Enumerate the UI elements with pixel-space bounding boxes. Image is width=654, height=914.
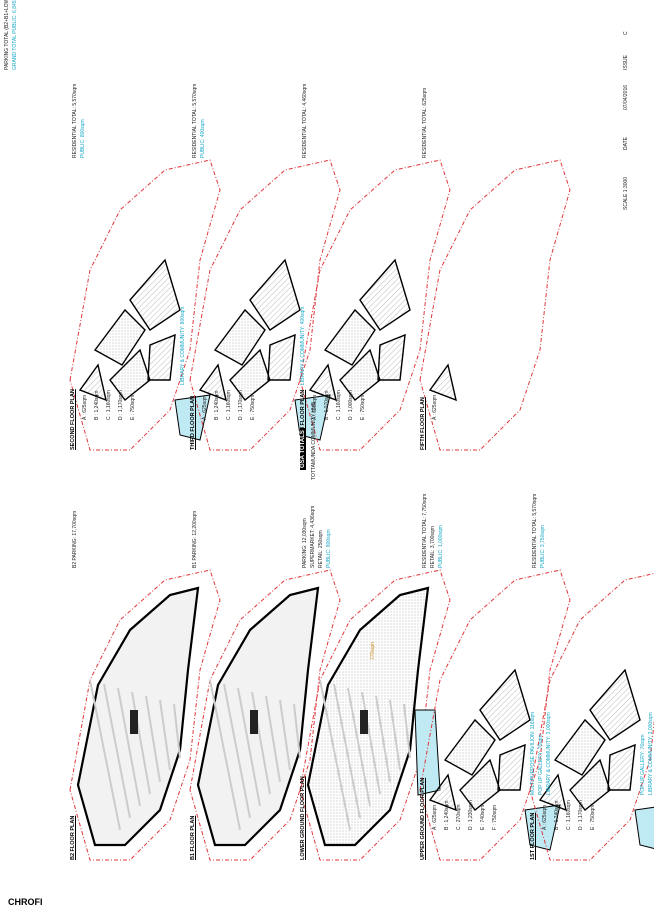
plan-area-line: SUPERMARKET: 4,436sqm (310, 505, 316, 568)
plan-title: SECOND FLOOR PLAN (70, 389, 76, 450)
plan-area-line: RESIDENTIAL TOTAL: 5,570sqm (192, 83, 198, 158)
building-area-label: B : 1,070sqm (324, 390, 330, 420)
plan-title: LOWER GROUND FLOOR PLAN (300, 776, 306, 860)
building-area-label: C : 1,160sqm (226, 390, 232, 420)
building-area-label: E : 750sqm (130, 394, 136, 420)
floor-plan-4 (419, 569, 571, 861)
floor-plan-7 (189, 159, 341, 451)
plan-title: B1 FLOOR PLAN (190, 815, 196, 860)
plan-tag: MULTIPURPOSE PAVILION: 116sqm (530, 712, 536, 795)
plan-area-line: B1 PARKING: 12,200sqm (192, 510, 198, 568)
issue-label: ISSUE (623, 54, 629, 70)
plan-area-line: PARKING: 12,030sqm (302, 518, 308, 568)
date-label: DATE (623, 137, 629, 150)
plan-area-line: PUBLIC: 800sqm (80, 119, 86, 158)
scale-label: SCALE 1:3000 (623, 176, 629, 210)
building-area-label: D : 1,170sqm (238, 390, 244, 420)
floor-plan-6 (69, 159, 221, 451)
site-plans (69, 159, 654, 861)
building-area-label: E : 750sqm (360, 394, 366, 420)
grand-total: GRAND TOTAL PUBLIC: 6,845sqm (12, 0, 18, 70)
building-area-label: A : 625sqm (202, 394, 208, 420)
plan-area-line: B2 PARKING: 17,700sqm (72, 510, 78, 568)
floor-plan-1 (69, 569, 221, 861)
floor-plan-5 (529, 573, 654, 861)
plan-area-line: RETAIL: 250sqm (318, 530, 324, 568)
building-area-label: C : 270sqm (456, 804, 462, 830)
plan-area-line: RESIDENTIAL TOTAL: 5,570sqm (532, 493, 538, 568)
plan-tag: POP UP GALLERY: 76sqm (640, 734, 646, 795)
plan-area-line: PUBLIC: 800sqm (326, 529, 332, 568)
building-area-label: A : 625sqm (432, 394, 438, 420)
building-area-label: D : 1,000sqm (348, 390, 354, 420)
building-area-label: C : 1,160sqm (106, 390, 112, 420)
building-area-label: B : 1,240sqm (94, 390, 100, 420)
sheet-title-label: GSA TOTALS (300, 428, 306, 470)
building-area-label: E : 740sqm (480, 804, 486, 830)
plan-area-line: PUBLIC: 3,750sqm (540, 525, 546, 568)
plan-area-line: PUBLIC: 400sqm (200, 119, 206, 158)
plan-tag: LIBRARY & COMMUNITY: 400sqm (300, 306, 306, 385)
building-area-label: A : 625sqm (82, 394, 88, 420)
building-area-label: A : 625sqm (542, 804, 548, 830)
floor-plan-3 (299, 569, 451, 861)
plan-title: B2 FLOOR PLAN (70, 815, 76, 860)
date-value: 07/04/2016 (623, 84, 629, 110)
floor-plan-8 (299, 159, 451, 451)
building-area-label: B : 1,240sqm (444, 800, 450, 830)
plan-area-line: RESIDENTIAL TOTAL: 625sqm (422, 87, 428, 158)
building-area-label: D : 1,230sqm (468, 800, 474, 830)
plan-area-line: PUBLIC: 1,000sqm (438, 525, 444, 568)
building-area-label: B : 1,240sqm (554, 800, 560, 830)
building-area-label: A : 625sqm (432, 804, 438, 830)
plan-title: FIFTH FLOOR PLAN (420, 397, 426, 450)
building-area-label: E : 750sqm (590, 804, 596, 830)
plan-tag: LIBRARY & COMMUNITY: 3,000sqm (648, 712, 654, 795)
drawing-sheet: B2 FLOOR PLAN B2 PARKING: 17,700sqm B1 FLO… (4, 0, 654, 907)
building-area-label: C : 1,160sqm (566, 800, 572, 830)
plan-title: 1ST FLOOR PLAN (530, 812, 536, 860)
plan-note: 770sqm (370, 642, 376, 660)
building-area-label: B : 1,240sqm (214, 390, 220, 420)
project-name: TOTTAMUNDA COMMUNITY HUB (311, 401, 317, 480)
building-area-label: D : 1,170sqm (578, 800, 584, 830)
plan-tag: LIBRARY & COMMUNITY: 800sqm (180, 306, 186, 385)
floor-plan-9 (419, 159, 571, 451)
plan-title: THIRD FLOOR PLAN (190, 395, 196, 450)
plan-area-line: RESIDENTIAL TOTAL: 4,460sqm (302, 83, 308, 158)
floor-plan-2 (189, 569, 341, 861)
building-area-label: E : 750sqm (250, 394, 256, 420)
building-area-label: F : 750sqm (492, 804, 498, 830)
issue-value: C (623, 31, 629, 35)
brand-logo-text: CHROFI (8, 897, 43, 907)
building-area-label: C : 1,160sqm (336, 390, 342, 420)
building-area-label: D : 1,170sqm (118, 390, 124, 420)
plan-area-line: RESIDENTIAL TOTAL: 5,570sqm (72, 83, 78, 158)
plan-area-line: RETAIL: 3,700sqm (430, 526, 436, 568)
plan-title: UPPER GROUND FLOOR PLAN (420, 777, 426, 860)
parking-total: PARKING TOTAL (B2+B1+LOWER GROUND): 26,8… (4, 0, 10, 70)
plan-tag: LIBRARY & COMMUNITY: 3,000sqm (546, 712, 552, 795)
plan-tag: POP UP GALLERY: 76sqm (538, 734, 544, 795)
plan-area-line: RESIDENTIAL TOTAL: 7,750sqm (422, 493, 428, 568)
